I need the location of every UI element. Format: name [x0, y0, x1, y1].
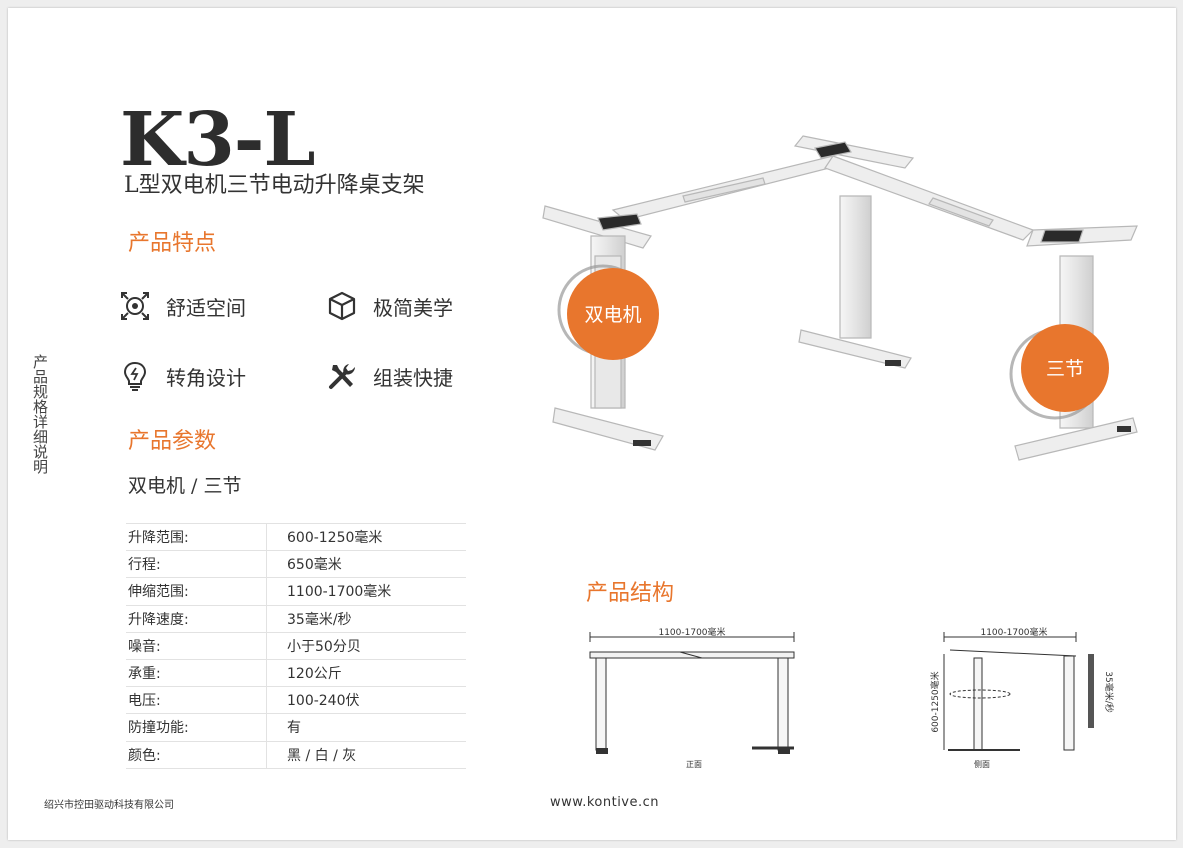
- feature-minimal-aesthetics: 极简美学: [325, 289, 453, 323]
- comfort-space-icon: [121, 292, 149, 320]
- side-view-drawing: 600-1250毫米 35毫米/秒 1100-1700毫米 侧面: [929, 626, 1115, 769]
- feature-label: 转角设计: [166, 365, 246, 390]
- spec-label: 颜色:: [126, 740, 267, 769]
- side-width-label: 1100-1700毫米: [980, 626, 1047, 638]
- brochure-page: 产品规格详细说明 K3-L L型双电机三节电动升降桌支架 产品特点 舒适空间 极…: [8, 8, 1176, 840]
- vertical-side-label: 产品规格详细说明: [30, 354, 52, 524]
- cube-icon: [328, 291, 356, 321]
- company-name: 绍兴市控田驱动科技有限公司: [44, 800, 174, 811]
- side-speed-label: 35毫米/秒: [1103, 671, 1115, 713]
- spec-label: 防撞功能:: [126, 713, 267, 741]
- model-title: K3-L: [120, 97, 316, 183]
- parameters-summary: 双电机 / 三节: [128, 475, 242, 497]
- spec-label: 行程:: [126, 550, 267, 578]
- spec-value: 100-240伏: [266, 686, 466, 714]
- spec-value: 小于50分贝: [266, 631, 466, 660]
- spec-value: 黑 / 白 / 灰: [266, 740, 466, 769]
- spec-value: 有: [266, 713, 466, 741]
- feature-label: 舒适空间: [166, 295, 246, 320]
- spec-table: 升降范围:600-1250毫米 行程:650毫米 伸缩范围:1100-1700毫…: [126, 522, 466, 769]
- spec-value: 120公斤: [266, 658, 466, 687]
- table-row: 伸缩范围:1100-1700毫米: [126, 577, 466, 606]
- front-view-drawing: 1100-1700毫米 正面: [589, 626, 795, 769]
- feature-label: 极简美学: [373, 295, 453, 320]
- table-row: 噪音:小于50分贝: [126, 631, 466, 660]
- spec-value: 600-1250毫米: [266, 522, 466, 551]
- table-row: 防撞功能:有: [126, 713, 466, 741]
- spec-label: 噪音:: [126, 631, 267, 660]
- vertical-side-label-text: 产品规格详细说明: [31, 354, 49, 474]
- features-heading: 产品特点: [128, 231, 217, 256]
- badge-motor-text: 双电机: [584, 304, 641, 326]
- spec-label: 升降速度:: [126, 604, 267, 633]
- front-caption: 正面: [686, 760, 702, 769]
- tools-icon: [329, 364, 355, 389]
- side-height-label: 600-1250毫米: [929, 671, 941, 732]
- parameters-heading: 产品参数: [128, 429, 217, 454]
- structure-heading: 产品结构: [586, 581, 675, 606]
- badge-stages-text: 三节: [1046, 358, 1084, 380]
- table-row: 颜色:黑 / 白 / 灰: [126, 740, 466, 769]
- spec-label: 升降范围:: [126, 522, 267, 551]
- table-row: 升降范围:600-1250毫米: [126, 522, 466, 551]
- front-width-label: 1100-1700毫米: [658, 626, 725, 638]
- table-row: 升降速度:35毫米/秒: [126, 604, 466, 633]
- spec-value: 1100-1700毫米: [266, 577, 466, 606]
- table-row: 行程:650毫米: [126, 550, 466, 578]
- spec-label: 电压:: [126, 686, 267, 714]
- website-link[interactable]: www.kontive.cn: [550, 795, 660, 810]
- lightbulb-icon: [123, 361, 147, 391]
- spec-label: 承重:: [126, 658, 267, 687]
- side-caption: 侧面: [974, 759, 990, 769]
- feature-corner-design: 转角设计: [118, 359, 246, 393]
- feature-comfort-space: 舒适空间: [118, 289, 246, 323]
- product-subtitle: L型双电机三节电动升降桌支架: [124, 173, 425, 198]
- feature-label: 组装快捷: [373, 365, 453, 390]
- feature-quick-assembly: 组装快捷: [325, 359, 453, 393]
- table-row: 承重:120公斤: [126, 658, 466, 687]
- desk-frame-illustration: 双电机 三节: [542, 135, 1138, 461]
- table-row: 电压:100-240伏: [126, 686, 466, 714]
- spec-value: 35毫米/秒: [266, 604, 466, 633]
- spec-label: 伸缩范围:: [126, 577, 267, 606]
- spec-value: 650毫米: [266, 550, 466, 578]
